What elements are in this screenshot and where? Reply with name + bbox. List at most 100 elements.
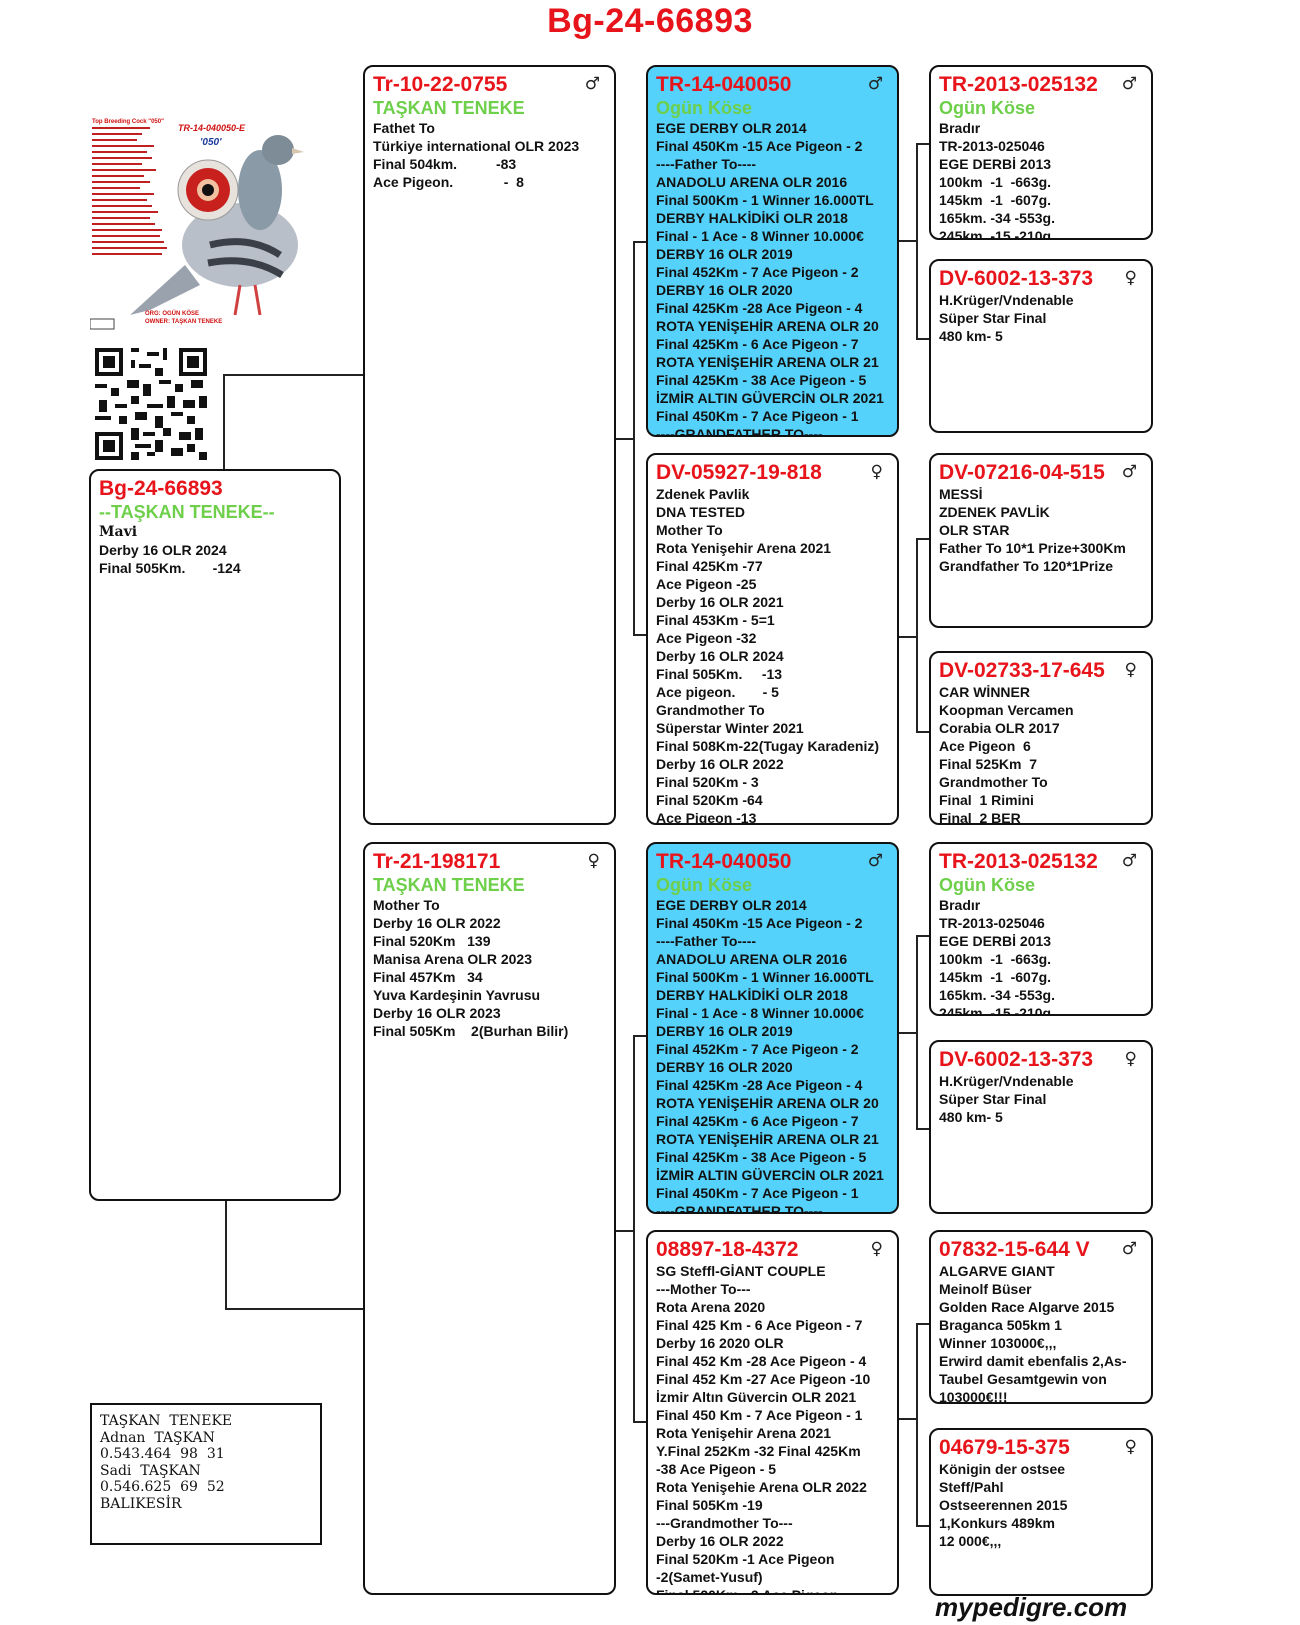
detail-line: TR-2013-025046 <box>939 914 1143 932</box>
male-icon: ♂ <box>1122 1239 1137 1259</box>
detail-line: DNA TESTED <box>656 503 889 521</box>
detail-line: Final 505Km. -13 <box>656 665 889 683</box>
detail-line: Ace Pigeon -32 <box>656 629 889 647</box>
detail-line: Rota Yenişehir Arena 2021 <box>656 1424 889 1442</box>
male-icon: ♂ <box>1122 462 1137 482</box>
detail-line: DERBY 16 OLR 2020 <box>656 1058 889 1076</box>
detail-line: Derby 16 2020 OLR <box>656 1334 889 1352</box>
connector-mother-h <box>615 1230 635 1232</box>
detail-line: Grandmother To <box>939 773 1143 791</box>
detail-line: Final 2 BER <box>939 809 1143 825</box>
paternal-grandfather-ring: TR-14-040050 <box>656 73 889 97</box>
detail-line: EGE DERBY OLR 2014 <box>656 896 889 914</box>
connector-mother-v <box>633 1035 635 1423</box>
detail-line: H.Krüger/Vndenable <box>939 1072 1143 1090</box>
qr-code[interactable] <box>95 348 207 460</box>
detail-line: 245km -15 -210g. <box>939 227 1143 240</box>
detail-line: Final 520Km -64 <box>656 791 889 809</box>
connector-mf-h <box>898 1032 918 1034</box>
detail-line: MESSİ <box>939 485 1143 503</box>
detail-line: TAŞKAN TENEKE <box>100 1413 312 1430</box>
site-footer[interactable]: mypedigre.com <box>935 1592 1127 1623</box>
detail-line: Derby 16 OLR 2022 <box>656 1532 889 1550</box>
detail-line: -2(Samet-Yusuf) <box>656 1568 889 1586</box>
detail-line: 145km -1 -607g. <box>939 191 1143 209</box>
fmf-ring: DV-07216-04-515 <box>939 461 1143 485</box>
detail-line: Final 504km. -83 <box>373 155 606 173</box>
detail-line: Final 425Km - 38 Ace Pigeon - 5 <box>656 1148 889 1166</box>
detail-line: Meinolf Büser <box>939 1280 1143 1298</box>
maternal-grandmother-card[interactable]: ♀ 08897-18-4372 SG Steffl-GİANT COUPLE--… <box>646 1230 899 1595</box>
detail-line: 165km. -34 -553g. <box>939 209 1143 227</box>
detail-line: ----GRANDFATHER TO---- <box>656 425 889 437</box>
detail-line: Süper Star Final <box>939 1090 1143 1108</box>
detail-line: Final 450Km - 7 Ace Pigeon - 1 <box>656 1184 889 1202</box>
detail-line: Taubel Gesamtgewin von <box>939 1370 1143 1388</box>
detail-line: DERBY HALKİDİKİ OLR 2018 <box>656 209 889 227</box>
detail-line: Final 453Km - 5=1 <box>656 611 889 629</box>
detail-line: EGE DERBİ 2013 <box>939 155 1143 173</box>
male-icon: ♂ <box>868 74 883 94</box>
detail-line: ROTA YENİŞEHİR ARENA OLR 21 <box>656 353 889 371</box>
detail-line: Final 505Km. -124 <box>99 559 331 577</box>
page-title: Bg-24-66893 <box>0 2 1300 41</box>
detail-line: 12 000€,,, <box>939 1532 1143 1550</box>
mfm-details: H.Krüger/VndenableSüper Star Final480 km… <box>939 1072 1143 1126</box>
main-pigeon-card[interactable]: Bg-24-66893 --TAŞKAN TENEKE-- Mavi Derby… <box>89 469 341 1201</box>
detail-line: Grandfather To 120*1Prize <box>939 557 1143 575</box>
detail-line: Derby 16 OLR 2021 <box>656 593 889 611</box>
detail-line: DERBY 16 OLR 2019 <box>656 245 889 263</box>
paternal-grandfather-card[interactable]: ♂ TR-14-040050 Ogün Köse EGE DERBY OLR 2… <box>646 65 899 437</box>
detail-line: Königin der ostsee <box>939 1460 1143 1478</box>
detail-line: Final 505Km -19 <box>656 1496 889 1514</box>
detail-line: Final 450Km -15 Ace Pigeon - 2 <box>656 137 889 155</box>
detail-line: Fathet To <box>373 119 606 137</box>
paternal-grandmother-ring: DV-05927-19-818 <box>656 461 889 485</box>
detail-line: Manisa Arena OLR 2023 <box>373 950 606 968</box>
detail-line: Final 500Km - 1 Winner 16.000TL <box>656 191 889 209</box>
detail-line: Final 520Km - 2 Ace Pigeon <box>656 1586 889 1595</box>
detail-line: Rota Yenişehir Arena 2021 <box>656 539 889 557</box>
detail-line: Derby 16 OLR 2022 <box>656 755 889 773</box>
photo-breeding-title: Top Breeding Cock "050" <box>92 119 164 125</box>
main-ring-number: Bg-24-66893 <box>99 477 331 501</box>
detail-line: Final 425Km -28 Ace Pigeon - 4 <box>656 1076 889 1094</box>
female-icon: ♀ <box>1125 268 1137 288</box>
paternal-grandfather-owner: Ogün Köse <box>656 97 889 119</box>
detail-line: Süperstar Winter 2021 <box>656 719 889 737</box>
detail-line: Final 452 Km -27 Ace Pigeon -10 <box>656 1370 889 1388</box>
detail-line: Final 452Km - 7 Ace Pigeon - 2 <box>656 263 889 281</box>
detail-line: 1,Konkurs 489km <box>939 1514 1143 1532</box>
detail-line: ROTA YENİŞEHİR ARENA OLR 20 <box>656 1094 889 1112</box>
photo-owner: OWNER: TAŞKAN TENEKE <box>145 319 222 325</box>
detail-line: Final 425Km - 6 Ace Pigeon - 7 <box>656 1112 889 1130</box>
detail-line: 245km -15 -210g. <box>939 1004 1143 1016</box>
detail-line: Final 520Km 139 <box>373 932 606 950</box>
mff-details: BradırTR-2013-025046EGE DERBİ 2013100km … <box>939 896 1143 1016</box>
connector-ff-h <box>898 240 918 242</box>
detail-line: DERBY HALKİDİKİ OLR 2018 <box>656 986 889 1004</box>
detail-line: İZMİR ALTIN GÜVERCİN OLR 2021 <box>656 389 889 407</box>
maternal-grandfather-ring: TR-14-040050 <box>656 850 889 874</box>
mother-ring-number: Tr-21-198171 <box>373 850 606 874</box>
detail-line: Winner 103000€,,, <box>939 1334 1143 1352</box>
mff-owner: Ogün Köse <box>939 874 1143 896</box>
maternal-grandfather-card[interactable]: ♂ TR-14-040050 Ogün Köse EGE DERBY OLR 2… <box>646 842 899 1214</box>
connector-mf-v <box>916 935 918 1130</box>
detail-line: Final 1 Rimini <box>939 791 1143 809</box>
mmf-details: ALGARVE GIANTMeinolf BüserGolden Race Al… <box>939 1262 1143 1404</box>
maternal-grandfather-details: EGE DERBY OLR 2014Final 450Km -15 Ace Pi… <box>656 896 889 1214</box>
detail-line: Final 450Km -15 Ace Pigeon - 2 <box>656 914 889 932</box>
